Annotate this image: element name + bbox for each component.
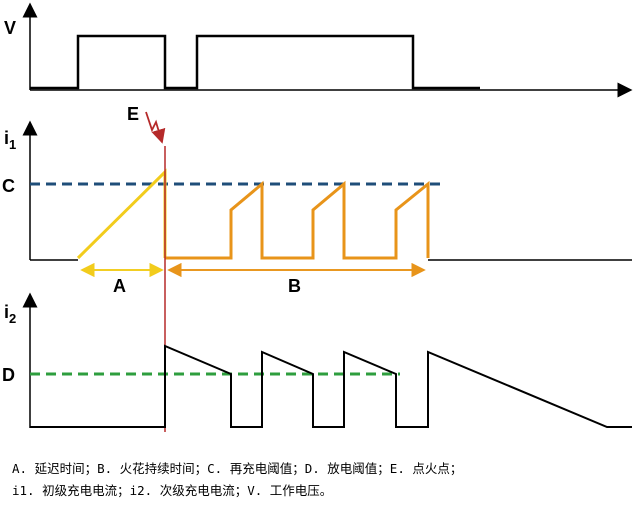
voltage-panel: V xyxy=(4,2,633,98)
v-label: V xyxy=(4,18,16,38)
i2-label-main: i xyxy=(4,302,9,322)
c-label: C xyxy=(2,176,15,196)
i1-label-sub: 1 xyxy=(9,137,16,152)
ignition-arrow xyxy=(145,111,166,144)
a-label: A xyxy=(113,276,126,296)
primary-current-panel: C i1 E xyxy=(2,104,632,261)
voltage-trace xyxy=(30,34,480,90)
secondary-current-panel: D i2 xyxy=(2,292,632,428)
legend-caption: A. 延迟时间；B. 火花持续时间；C. 再充电阈值；D. 放电阈值；E. 点火… xyxy=(12,458,632,502)
b-label: B xyxy=(288,276,301,296)
d-label: D xyxy=(2,365,15,385)
i1-label-main: i xyxy=(4,128,9,148)
e-label: E xyxy=(127,104,139,124)
i1-label: i1 xyxy=(4,128,16,152)
caption-line-2: i1. 初级充电电流；i2. 次级充电电流；V. 工作电压。 xyxy=(12,483,333,498)
i2-label: i2 xyxy=(4,302,16,326)
caption-line-1: A. 延迟时间；B. 火花持续时间；C. 再充电阈值；D. 放电阈值；E. 点火… xyxy=(12,461,463,476)
primary-charge-a xyxy=(76,168,167,260)
interval-markers: A B xyxy=(80,262,426,296)
primary-charge-b xyxy=(165,180,430,260)
secondary-current-trace xyxy=(30,344,632,428)
i2-label-sub: 2 xyxy=(9,311,16,326)
